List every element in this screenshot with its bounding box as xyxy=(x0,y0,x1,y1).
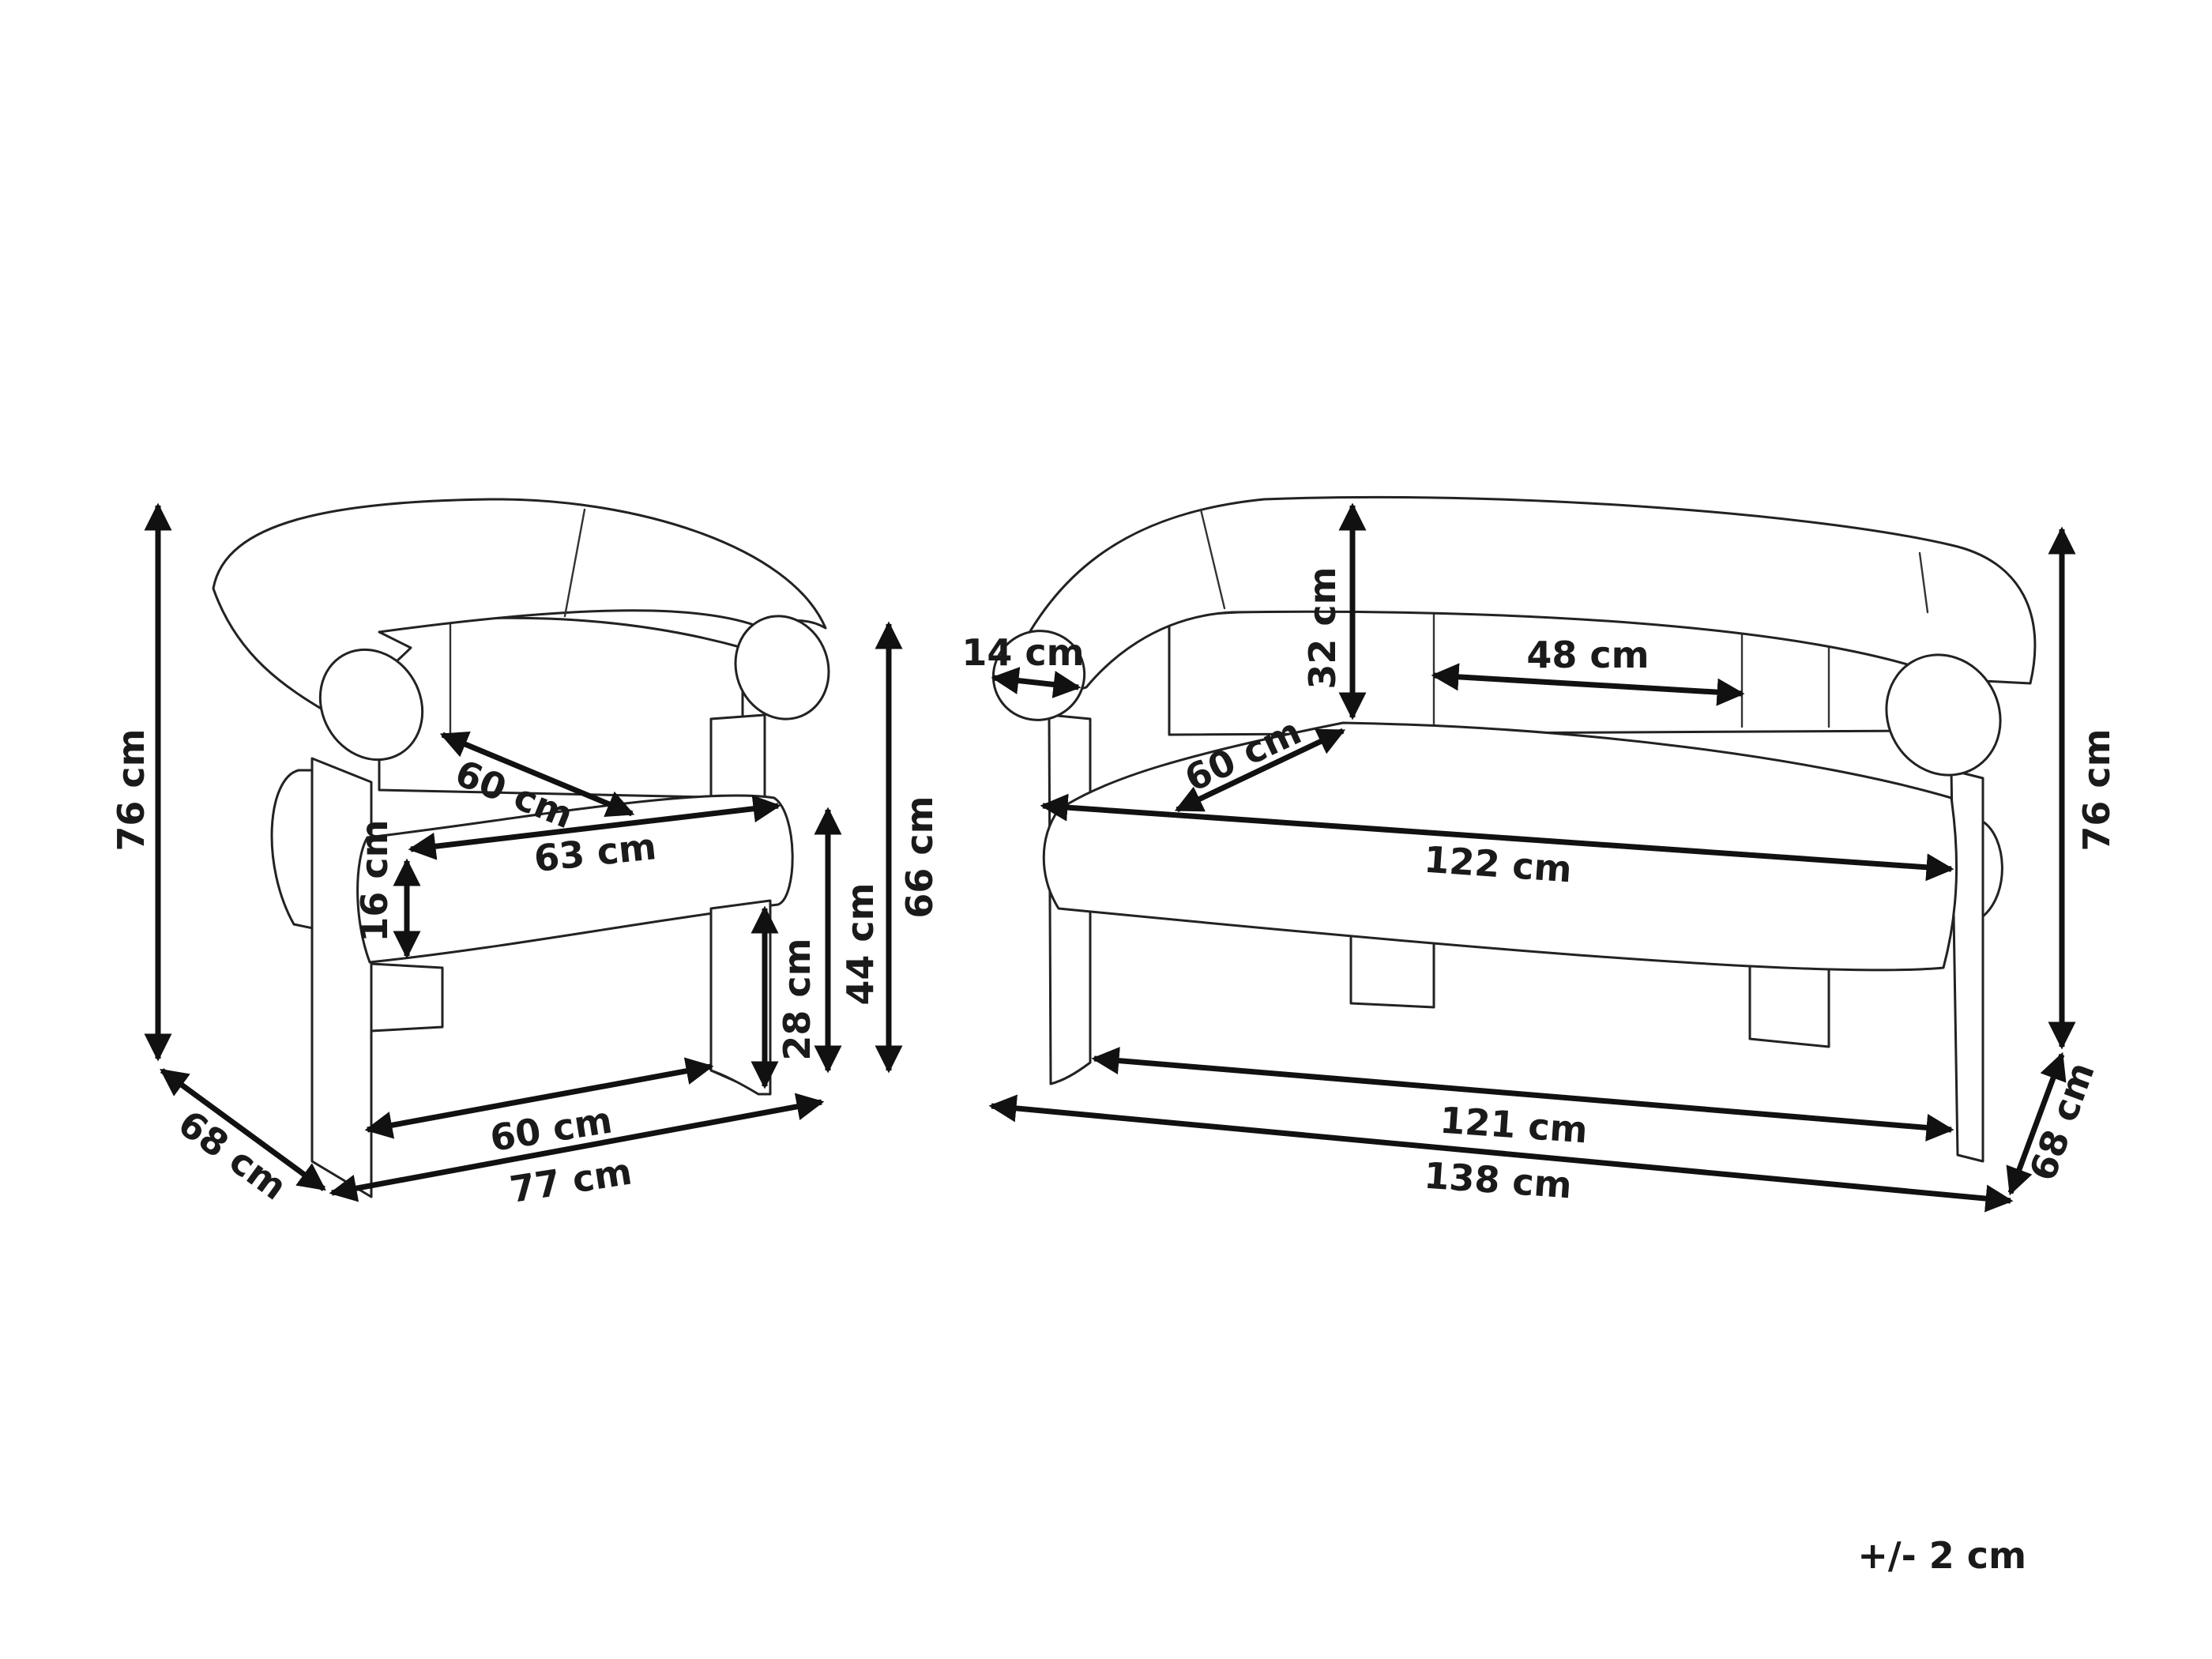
armchair-left-arm-end xyxy=(318,648,424,762)
sofa-seat-width-arrow xyxy=(1040,793,1954,882)
sofa-arm-diameter-label: 14 cm xyxy=(961,631,1084,674)
sofa-back-leg-right xyxy=(1748,962,1830,1048)
sofa-height-label: 76 cm xyxy=(2075,728,2118,851)
sofa-right-side-bolster xyxy=(1981,820,2003,918)
armchair-arm-height-label: 66 cm xyxy=(898,796,941,918)
armchair-roll-seam xyxy=(563,508,586,618)
sofa-depth-arrow xyxy=(2006,1051,2067,1196)
sofa-back-width-label: 48 cm xyxy=(1526,634,1649,676)
armchair-seat-height-label: 44 cm xyxy=(839,882,882,1005)
sofa-backrest-roll xyxy=(1006,495,2037,694)
armchair-height-label: 76 cm xyxy=(110,728,152,851)
sofa-width-label: 138 cm xyxy=(1423,1154,1574,1207)
armchair-width-arrow xyxy=(329,1093,825,1202)
sofa-width-arrow xyxy=(988,1094,2014,1213)
sofa-back-leg-left xyxy=(1349,931,1435,1009)
sofa-right-leg xyxy=(1950,769,1984,1163)
sofa-depth-label: 68 cm xyxy=(2021,1056,2103,1186)
sofa-dimensions: 14 cm 32 cm 48 cm 60 cm 122 cm 121 cm 13… xyxy=(961,502,2118,1213)
tolerance-note: +/- 2 cm xyxy=(1857,1534,2026,1577)
sofa-arm-diameter-arrow xyxy=(991,667,1082,698)
armchair-cushion-label: 16 cm xyxy=(353,819,396,942)
armchair-leg-clear-label: 28 cm xyxy=(776,938,818,1060)
sofa-seat-width-label: 122 cm xyxy=(1423,838,1574,891)
armchair-right-arm-end xyxy=(734,615,830,720)
armchair-depth-arrow xyxy=(160,1068,326,1191)
sofa-backrest-label: 32 cm xyxy=(1301,566,1344,689)
sofa-right-arm-end xyxy=(1885,653,2002,777)
armchair-drawing xyxy=(212,498,830,1198)
sofa-roll-seam-left xyxy=(1199,508,1226,610)
armchair-right-front-leg xyxy=(709,899,772,1096)
armchair-seat-width-arrow xyxy=(408,795,781,860)
sofa-inner-width-label: 121 cm xyxy=(1439,1099,1589,1152)
sofa-roll-seam-right xyxy=(1918,551,1929,614)
sofa-back-width-arrow xyxy=(1431,663,1745,706)
armchair-rear-block xyxy=(370,962,444,1033)
armchair-back-panel xyxy=(378,616,744,799)
